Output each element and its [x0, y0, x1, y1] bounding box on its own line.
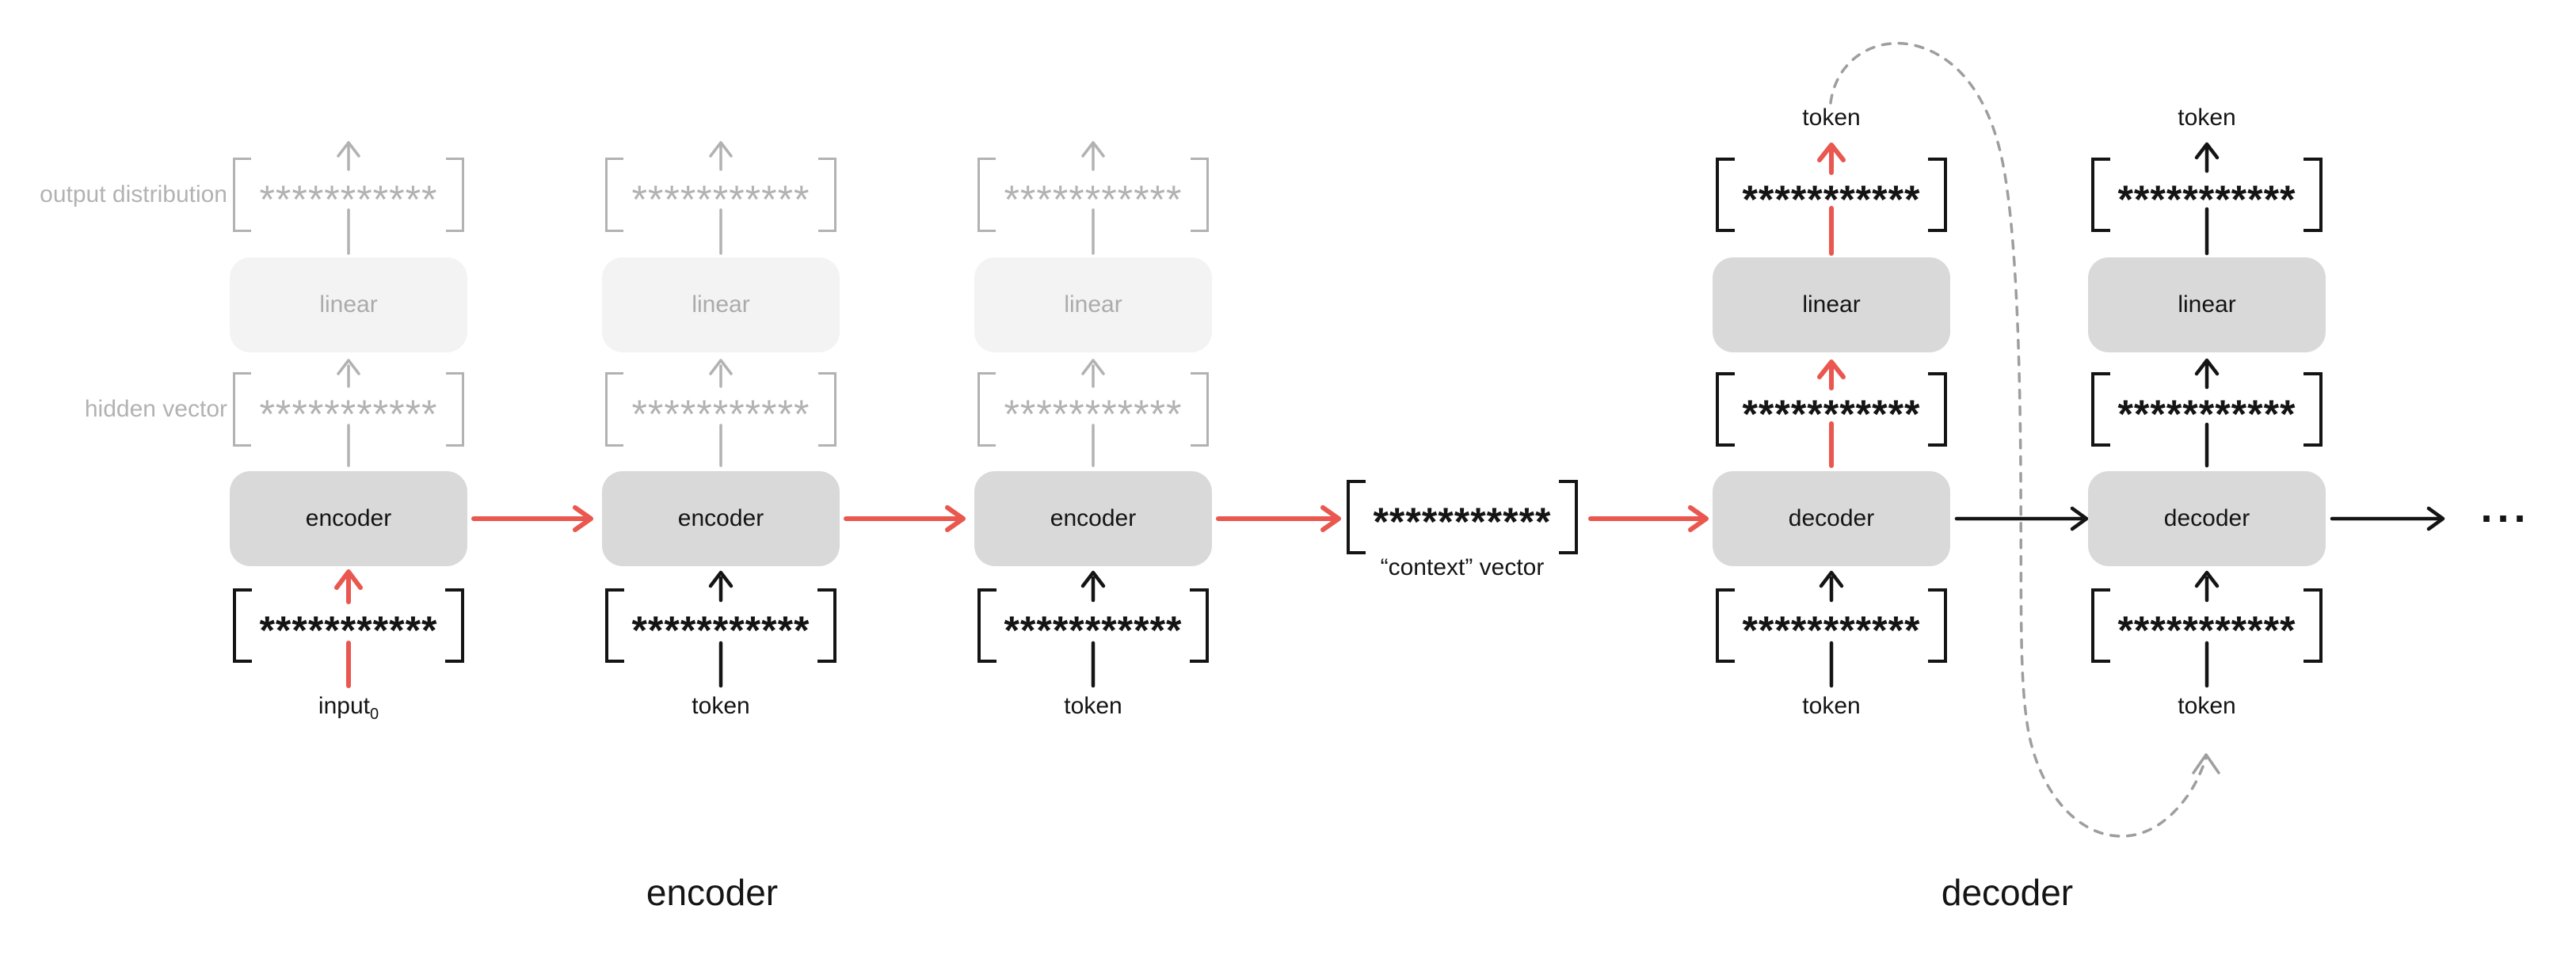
context-vector-label: “context” vector — [1380, 554, 1545, 580]
vector-values: *********** — [631, 392, 810, 436]
vector-values: *********** — [1004, 608, 1183, 653]
vector-values: *********** — [631, 608, 810, 653]
encoder3-hidden-vector: *********** — [977, 372, 1209, 447]
encoder3-input-label: token — [974, 693, 1212, 724]
encoder1-hidden-vector: *********** — [233, 372, 464, 447]
encoder-box-label: encoder — [305, 505, 392, 531]
vector-values: *********** — [259, 177, 438, 222]
decoder-section-label: decoder — [1941, 872, 2074, 913]
vector-values: *********** — [1004, 392, 1183, 436]
decoder2-input-vector: *********** — [2091, 588, 2323, 663]
decoder1-linear-box: linear — [1713, 257, 1950, 352]
vector-values: *********** — [2117, 392, 2296, 436]
encoder2-linear-box: linear — [602, 257, 840, 352]
vector-values: *********** — [259, 392, 438, 436]
encoder3-linear-box: linear — [974, 257, 1212, 352]
encoder-section-label: encoder — [646, 872, 779, 913]
decoder1-output-distribution-vector: *********** — [1716, 158, 1947, 232]
input-label-text: token — [1064, 693, 1122, 719]
encoder-box-label: encoder — [677, 505, 764, 531]
decoder2-box: decoder — [2088, 471, 2326, 566]
input-label-text: input — [318, 693, 370, 719]
encoder1-input-vector: *********** — [233, 588, 464, 663]
decoder-box-label: decoder — [1788, 505, 1875, 531]
encoder1-linear-box: linear — [230, 257, 467, 352]
decoder1-input-label: token — [1713, 693, 1950, 724]
decoder1-input-vector: *********** — [1716, 588, 1947, 663]
encoder2-box: encoder — [602, 471, 840, 566]
vector-values: *********** — [1742, 177, 1921, 222]
encoder1-box: encoder — [230, 471, 467, 566]
decoder2-input-label: token — [2088, 693, 2326, 724]
linear-box-label: linear — [1064, 291, 1122, 318]
context-vector: *********** — [1347, 480, 1578, 554]
vector-values: *********** — [2117, 608, 2296, 653]
decoder2-linear-box: linear — [2088, 257, 2326, 352]
encoder1-input-label: input0 — [230, 693, 467, 724]
encoder2-output-distribution-vector: *********** — [605, 158, 836, 232]
input-label-subscript: 0 — [369, 706, 379, 723]
decoder1-output-token-label: token — [1802, 105, 1861, 131]
hidden-vector-row-label: hidden vector — [84, 396, 227, 422]
vector-values: *********** — [1742, 608, 1921, 653]
output-distribution-row-label: output distribution — [40, 181, 227, 207]
vector-values: *********** — [2117, 177, 2296, 222]
vector-values: *********** — [1373, 500, 1552, 544]
encoder1-output-distribution-vector: *********** — [233, 158, 464, 232]
encoder2-hidden-vector: *********** — [605, 372, 836, 447]
encoder3-input-vector: *********** — [977, 588, 1209, 663]
linear-box-label: linear — [1802, 291, 1861, 318]
encoder2-input-vector: *********** — [605, 588, 836, 663]
decoder2-output-token-label: token — [2178, 105, 2236, 131]
encoder2-input-label: token — [602, 693, 840, 724]
input-label-text: token — [692, 693, 750, 719]
decoder2-hidden-vector: *********** — [2091, 372, 2323, 447]
encoder-box-label: encoder — [1050, 505, 1137, 531]
decoder1-hidden-vector: *********** — [1716, 372, 1947, 447]
vector-values: *********** — [1742, 392, 1921, 436]
linear-box-label: linear — [2178, 291, 2236, 318]
linear-box-label: linear — [319, 291, 378, 318]
decoder1-box: decoder — [1713, 471, 1950, 566]
encoder3-box: encoder — [974, 471, 1212, 566]
continuation-ellipsis: ... — [2480, 484, 2531, 531]
input-label-text: token — [2178, 693, 2236, 719]
decoder-box-label: decoder — [2163, 505, 2250, 531]
decoder2-output-distribution-vector: *********** — [2091, 158, 2323, 232]
linear-box-label: linear — [692, 291, 750, 318]
vector-values: *********** — [631, 177, 810, 222]
vector-values: *********** — [1004, 177, 1183, 222]
vector-values: *********** — [259, 608, 438, 653]
input-label-text: token — [1802, 693, 1861, 719]
encoder3-output-distribution-vector: *********** — [977, 158, 1209, 232]
